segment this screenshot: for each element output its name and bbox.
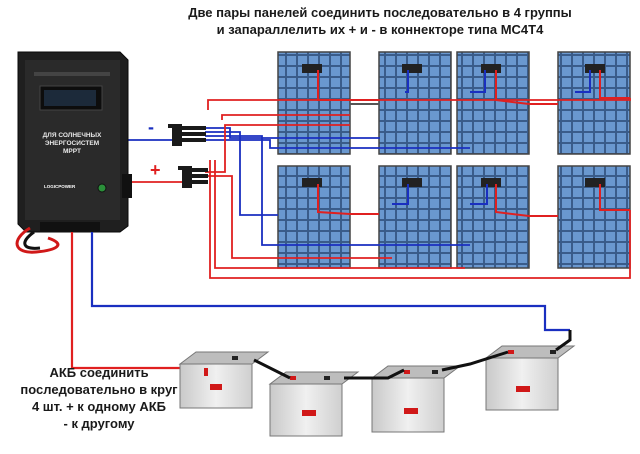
panel-wiring xyxy=(205,98,631,279)
inverter-brand-logo: LOGICPOWER xyxy=(44,184,76,189)
solar-panel xyxy=(378,51,452,155)
inverter: ДЛЯ СОЛНЕЧНЫХ ЭНЕРГОСИСТЕМ MPPT LOGICPOW… xyxy=(17,51,132,233)
inverter-label-2: ЭНЕРГОСИСТЕМ xyxy=(45,140,99,147)
side-port xyxy=(122,174,132,198)
solar-panel xyxy=(378,165,452,269)
plus-label: + xyxy=(150,160,161,180)
power-button-icon xyxy=(97,183,107,193)
battery xyxy=(268,371,360,437)
battery-bank xyxy=(178,345,576,437)
battery-instructions: АКБ соединить последовательно в круг 4 ш… xyxy=(0,364,198,432)
diagram-title: Две пары панелей соединить последователь… xyxy=(150,4,610,38)
inverter-label-3: MPPT xyxy=(63,148,81,155)
solar-panel-array xyxy=(277,51,631,269)
solar-panel xyxy=(456,165,530,269)
solar-panel xyxy=(277,165,351,269)
battery-note-line-1: АКБ соединить xyxy=(49,365,149,380)
solar-panel xyxy=(277,51,351,155)
mc4-connector-minus xyxy=(168,124,206,146)
battery xyxy=(484,345,576,411)
battery-note-line-4: - к другому xyxy=(63,416,135,431)
battery-note-line-3: 4 шт. + к одному АКБ xyxy=(31,399,167,414)
battery-note-line-2: последовательно в круг xyxy=(20,382,178,397)
connector-leads xyxy=(126,139,182,183)
title-line-2: и запараллелить их + и - в коннекторе ти… xyxy=(216,22,544,37)
title-line-1: Две пары панелей соединить последователь… xyxy=(188,5,572,20)
solar-panel xyxy=(557,51,631,155)
solar-panel xyxy=(557,165,631,269)
battery xyxy=(178,351,270,409)
minus-label: - xyxy=(148,117,154,137)
inverter-label-1: ДЛЯ СОЛНЕЧНЫХ xyxy=(43,132,102,139)
battery xyxy=(370,365,462,433)
mc4-connector-plus xyxy=(178,166,208,188)
inverter-battery-cable xyxy=(15,226,570,370)
battery-interconnects xyxy=(253,330,572,380)
